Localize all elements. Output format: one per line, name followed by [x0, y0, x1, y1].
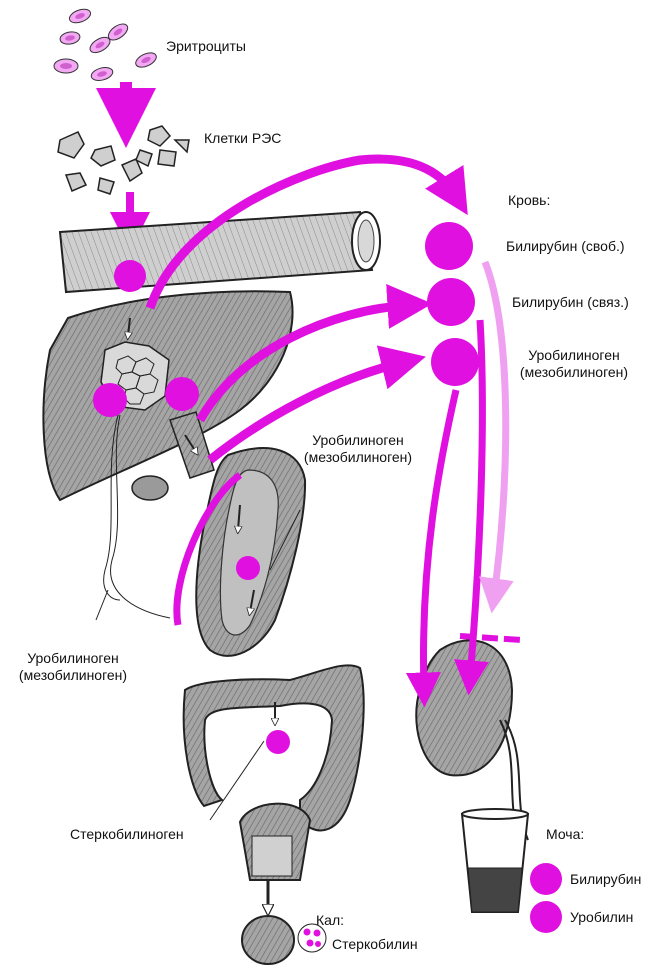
label-urobilinogen-blood-line1: Уробилиноген: [528, 347, 620, 363]
label-blood: Кровь:: [508, 192, 551, 208]
feces: [241, 915, 327, 965]
label-urobilinogen-intestine: Уробилиноген (мезобилиноген): [288, 432, 428, 466]
erythrocytes: [53, 8, 157, 81]
dot-urine-urobilin: [530, 901, 562, 933]
rectum: [238, 802, 312, 910]
label-stercobilin: Стеркобилин: [332, 936, 418, 952]
pigment-dots: [93, 222, 562, 933]
label-urobilinogen-portal-line2: (мезобилиноген): [18, 667, 128, 683]
dot-liver-1: [93, 383, 127, 417]
dot-vessel: [114, 260, 146, 292]
dot-blood-bilirubin-bound: [427, 278, 475, 326]
label-erythrocytes: Эритроциты: [166, 38, 246, 54]
flow-arrows: [128, 154, 523, 722]
leader-lines: [95, 414, 301, 821]
label-res-cells: Клетки РЭС: [204, 130, 282, 146]
label-urine-urobilin: Уробилин: [570, 909, 634, 925]
label-bilirubin-free: Билирубин (своб.): [506, 238, 625, 254]
urine-glass: [460, 808, 530, 913]
dot-blood-bilirubin-free: [425, 222, 473, 270]
label-feces: Кал:: [316, 912, 344, 928]
dot-intestine: [236, 556, 260, 580]
small-intestine: [195, 447, 307, 657]
res-cells: [57, 125, 190, 195]
dot-liver-2: [165, 377, 199, 411]
label-bilirubin-bound: Билирубин (связ.): [512, 294, 629, 310]
label-urobilinogen-blood-line2: (мезобилиноген): [519, 364, 629, 380]
dot-blood-urobilinogen: [431, 338, 479, 386]
label-urobilinogen-blood: Уробилиноген (мезобилиноген): [514, 347, 634, 381]
label-urobilinogen-intestine-line1: Уробилиноген: [312, 432, 404, 448]
label-urobilinogen-portal: Уробилиноген (мезобилиноген): [2, 650, 144, 684]
label-urobilinogen-portal-line1: Уробилиноген: [27, 650, 119, 666]
label-stercobilinogen: Стеркобилиноген: [70, 826, 184, 842]
colon: [182, 664, 365, 832]
dot-colon: [266, 730, 290, 754]
label-urine: Моча:: [546, 826, 585, 842]
label-urobilinogen-intestine-line2: (мезобилиноген): [303, 449, 413, 465]
dot-urine-bilirubin: [530, 863, 562, 895]
label-urine-bilirubin: Билирубин: [570, 871, 642, 887]
